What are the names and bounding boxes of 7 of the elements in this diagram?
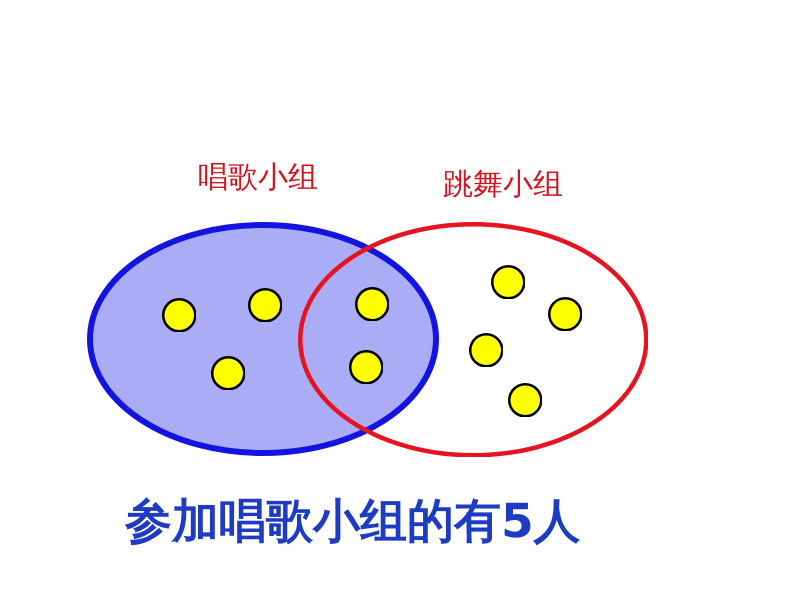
dot-icon (490, 264, 526, 300)
dot-icon (548, 296, 582, 332)
dot-icon (508, 382, 542, 418)
set-label: 跳舞小组 (443, 169, 563, 201)
set-label: 唱歌小组 (198, 162, 318, 194)
dot-icon (468, 332, 504, 368)
caption: 参加唱歌小组的有5人 (125, 497, 581, 547)
